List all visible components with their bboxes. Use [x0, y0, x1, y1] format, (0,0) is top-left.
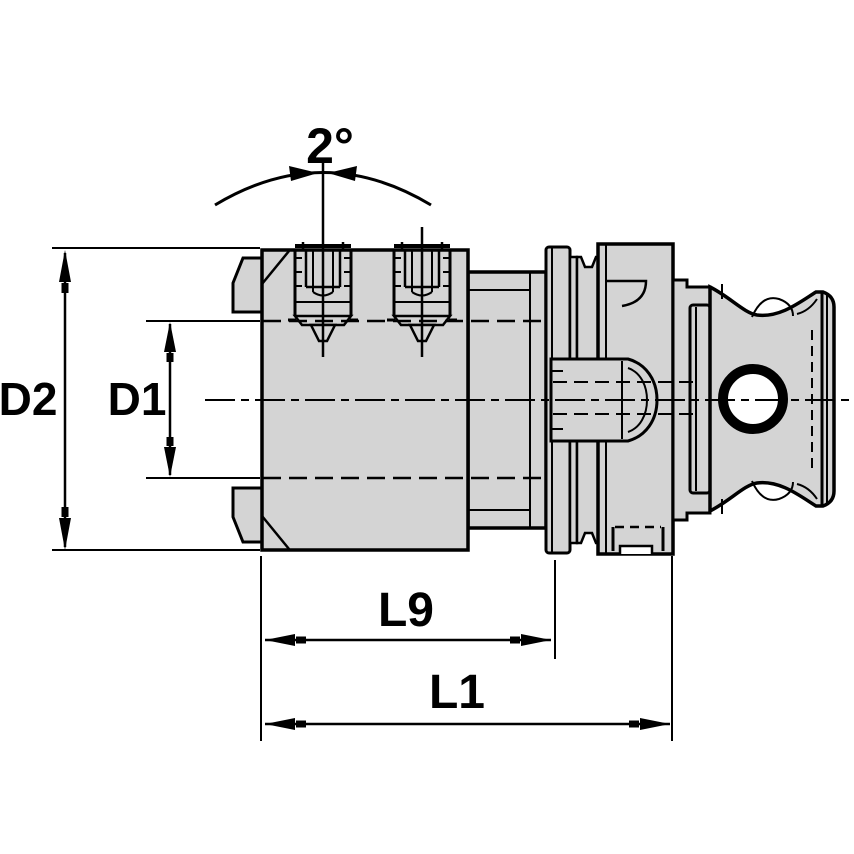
- ball-groove-arcs-top: [721, 284, 818, 318]
- dimension-d2: D2: [0, 247, 260, 551]
- dimension-l1: L1: [265, 556, 673, 741]
- front-lip-bottom: [231, 486, 264, 544]
- d2-label: D2: [0, 373, 57, 425]
- ball-groove-arcs-bottom: [721, 480, 818, 514]
- whistle-notch-contour: [607, 279, 648, 308]
- dimension-l9: L9: [260, 556, 556, 741]
- body-chamfer-bottom: [261, 515, 290, 550]
- angle-arc: [214, 171, 432, 207]
- l9-label: L9: [378, 584, 434, 637]
- angle-arrow-left: [289, 166, 318, 181]
- hidden-lines: [263, 319, 700, 480]
- stud-step-lines: [551, 370, 563, 430]
- keyway-slot: [611, 525, 665, 554]
- d1-label: D1: [108, 373, 167, 425]
- angle-arrow-right: [328, 166, 357, 181]
- angle-label: 2°: [306, 118, 354, 174]
- body-chamfer-top: [261, 250, 290, 285]
- angle-annotation: 2°: [214, 118, 432, 207]
- l1-label: L1: [429, 666, 485, 719]
- dimension-d1: D1: [108, 320, 260, 479]
- front-lip-top: [231, 256, 264, 314]
